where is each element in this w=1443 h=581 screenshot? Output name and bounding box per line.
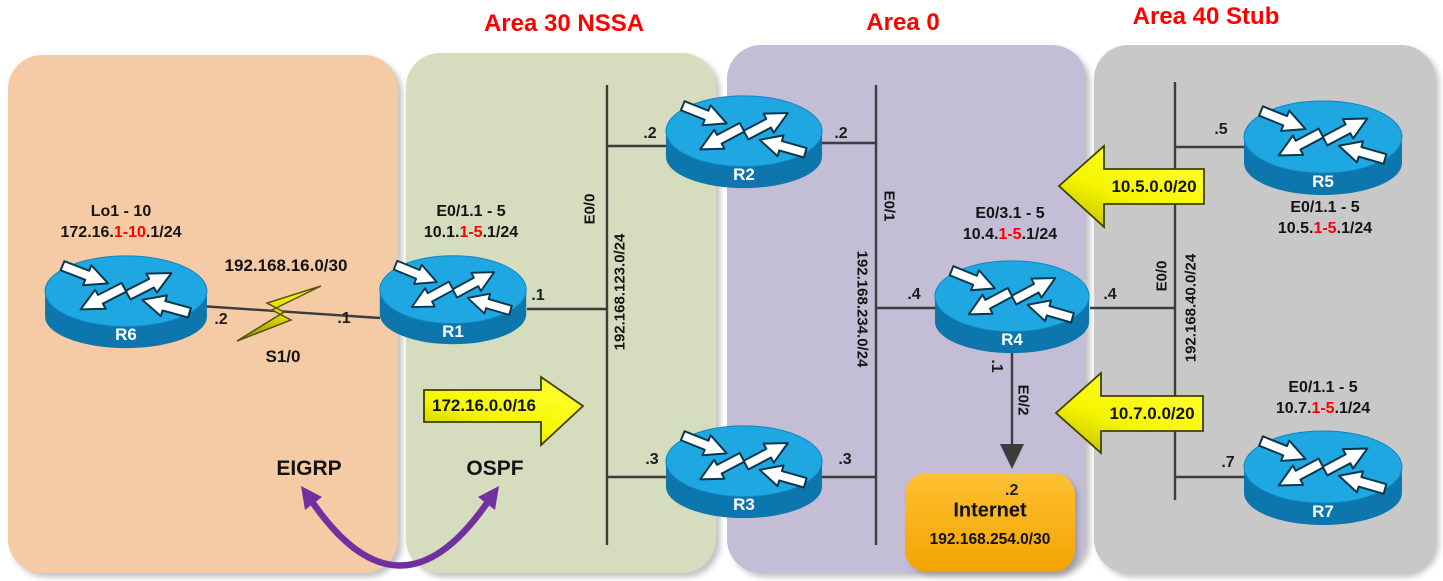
summary-arrow-left-r7-icon	[1054, 370, 1204, 456]
r5-subinterface-network: 10.5.1-5.1/24	[1277, 220, 1373, 237]
router-r4: R4	[932, 257, 1092, 357]
r6-loopback-range: Lo1 - 10	[90, 203, 152, 220]
router-r7: R7	[1241, 427, 1405, 529]
serial-interface-label: S1/0	[265, 347, 301, 366]
r5-dot: .5	[1214, 121, 1228, 138]
router-r5: R5	[1241, 97, 1405, 199]
redistribution-arrowhead-left-icon	[301, 486, 322, 510]
r1-lan-dot: .1	[531, 287, 545, 304]
r7-subinterface-range: E0/1.1 - 5	[1288, 379, 1358, 396]
r4-subinterface-network: 10.4.1-5.1/24	[962, 226, 1058, 243]
r1-subinterface-network: 10.1.1-5.1/24	[423, 224, 519, 241]
router-r1: R1	[377, 252, 529, 348]
redistribution-arrowhead-right-icon	[478, 486, 499, 510]
router-name: R7	[1312, 501, 1334, 521]
r4-area40-dot: .4	[1103, 286, 1117, 303]
r6-serial-dot: .2	[214, 311, 228, 328]
r2-area30-dot: .2	[643, 125, 657, 142]
r7-subinterfaces-label: E0/1.1 - 5 10.7.1-5.1/24	[1276, 377, 1370, 419]
network-label-192-168-234: 192.168.234.0/24	[853, 250, 871, 368]
r1-serial-dot: .1	[337, 310, 351, 327]
r6-loopback-network: 172.16.1-10.1/24	[60, 224, 182, 241]
area0-title: Area 0	[866, 9, 940, 36]
r2-e0-1-interface-label: E0/1	[880, 190, 898, 222]
network-label-192-168-123: 192.168.123.0/24	[611, 233, 629, 351]
r3-area30-dot: .3	[645, 451, 659, 468]
r5-subinterfaces-label: E0/1.1 - 5 10.5.1-5.1/24	[1278, 197, 1372, 239]
internet-dot: .2	[1005, 482, 1019, 499]
internet-arrowhead-icon	[1000, 444, 1024, 469]
summary-arrow-right-icon	[423, 375, 585, 448]
serial-network-label: 192.168.16.0/30	[224, 256, 348, 275]
ospf-label: OSPF	[466, 457, 524, 480]
internet-node: .2 Internet 192.168.254.0/30	[905, 473, 1075, 572]
summary-arrow-left-r5-icon	[1057, 143, 1205, 230]
router-name: R3	[733, 495, 755, 514]
r2-e0-0-interface-label: E0/0	[581, 193, 599, 225]
router-r3: R3	[663, 422, 825, 522]
serial-link-line	[199, 304, 381, 320]
router-name: R2	[733, 165, 755, 184]
router-r2: R2	[663, 92, 825, 192]
r1-subinterfaces-label: E0/1.1 - 5 10.1.1-5.1/24	[424, 201, 518, 243]
internet-label: Internet	[953, 499, 1027, 522]
r5-summary-label: 10.5.0.0/20	[1111, 177, 1197, 196]
router-name: R1	[442, 321, 464, 341]
area40-title: Area 40 Stub	[1132, 3, 1280, 30]
r7-summary-label: 10.7.0.0/20	[1109, 404, 1195, 423]
lightning-bolt-icon	[236, 285, 322, 342]
r7-subinterface-network: 10.7.1-5.1/24	[1275, 400, 1371, 417]
r5-subinterface-range: E0/1.1 - 5	[1290, 199, 1360, 216]
r4-subinterface-range: E0/3.1 - 5	[975, 205, 1045, 222]
r4-e0-0-interface-label: E0/0	[1153, 260, 1171, 292]
area30-title: Area 30 NSSA	[483, 10, 645, 37]
r7-dot: .7	[1221, 454, 1235, 471]
r2-area0-dot: .2	[834, 125, 848, 142]
router-name: R6	[115, 325, 137, 344]
r3-area0-dot: .3	[838, 451, 852, 468]
r4-area0-dot: .4	[907, 286, 921, 303]
r4-e0-2-interface-label: E0/2	[1014, 384, 1032, 416]
eigrp-label: EIGRP	[276, 457, 342, 480]
internet-network-label: 192.168.254.0/30	[929, 531, 1051, 548]
r6-loopback-label: Lo1 - 10 172.16.1-10.1/24	[60, 201, 181, 243]
network-label-192-168-40: 192.168.40.0/24	[1182, 253, 1200, 363]
router-name: R5	[1312, 171, 1334, 191]
router-r6: R6	[42, 252, 210, 352]
redistribution-arc	[309, 499, 491, 569]
r4-internet-dot: .1	[988, 359, 1005, 373]
r4-subinterfaces-label: E0/3.1 - 5 10.4.1-5.1/24	[963, 203, 1057, 245]
router-name: R4	[1001, 330, 1023, 349]
nssa-summary-label: 172.16.0.0/16	[432, 396, 536, 415]
r1-subinterface-range: E0/1.1 - 5	[436, 203, 506, 220]
